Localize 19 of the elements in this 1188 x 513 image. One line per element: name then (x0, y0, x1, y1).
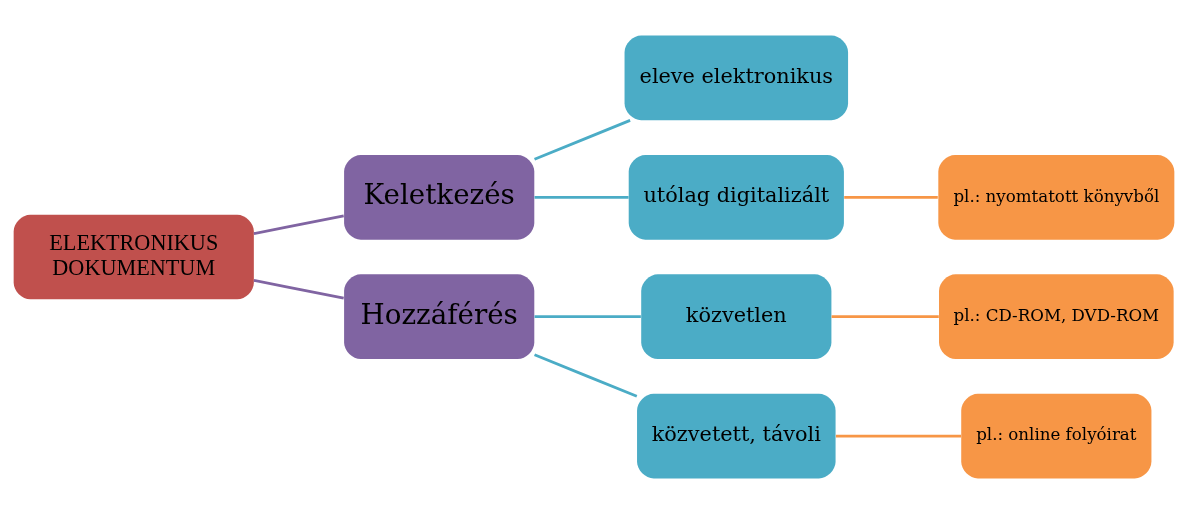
connector (844, 195, 938, 199)
node-box: pl.: CD-ROM, DVD-ROM (939, 273, 1174, 359)
connector (835, 434, 961, 437)
node-box: Keletkezés (344, 154, 535, 240)
connector (253, 214, 344, 235)
connector (534, 118, 631, 160)
connector (534, 353, 638, 398)
node-box: pl.: nyomtatott könyvből (938, 154, 1175, 240)
node-box: ELEKTRONIKUS DOKUMENTUM (13, 214, 254, 299)
node-box: pl.: online folyóirat (961, 393, 1152, 478)
connector (534, 195, 629, 199)
connector (534, 314, 641, 318)
node-box: közvetlen (641, 273, 832, 359)
connector (253, 278, 344, 299)
node-box: Hozzáférés (344, 273, 535, 359)
node-box: közvetett, távoli (637, 393, 836, 478)
node-box: eleve elektronikus (624, 35, 849, 120)
connector (831, 314, 939, 318)
node-box: utólag digitalizált (628, 154, 844, 240)
